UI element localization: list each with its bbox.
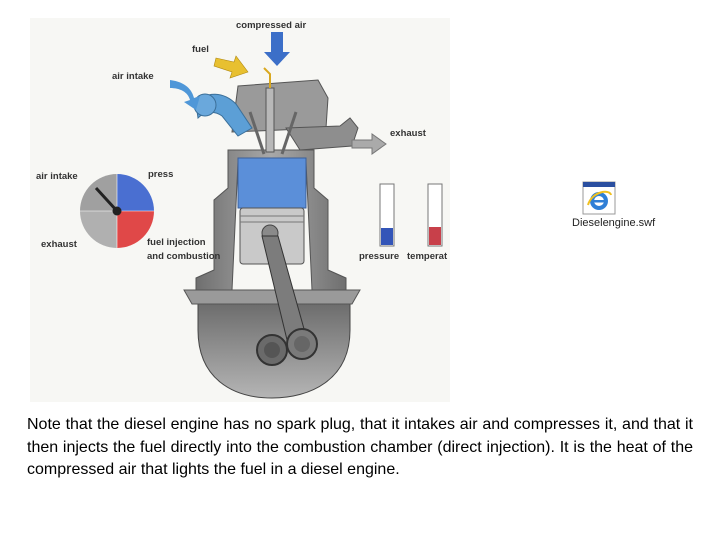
crank-journal-2-inner [294, 336, 310, 352]
file-name: Dieselengine.swf [572, 217, 656, 229]
pressure-gauge [379, 183, 395, 247]
exhaust-arrow [351, 133, 387, 155]
exhaust-label: exhaust [390, 128, 427, 139]
temperature-gauge [427, 183, 443, 247]
dial-segment-compression [117, 174, 154, 211]
internet-explorer-file-icon [582, 181, 616, 215]
intake-valve [248, 111, 266, 155]
crankcase-top [183, 289, 361, 305]
dial-exhaust-label: exhaust [41, 239, 78, 250]
crank-journal-1-inner [264, 342, 280, 358]
dial-combustion-label: and combustion [147, 251, 221, 262]
pressure-label: pressure [359, 251, 399, 262]
cycle-dial [80, 174, 154, 248]
dial-fuel-injection-label: fuel injection [147, 237, 206, 248]
temperature-label: temperat [407, 251, 448, 262]
file-shortcut[interactable]: Dieselengine.swf [572, 181, 656, 229]
dial-needle [94, 186, 119, 213]
air-intake-label: air intake [112, 71, 154, 82]
dial-segment-combustion [117, 211, 154, 248]
air-intake-arrow [170, 80, 200, 110]
fuel-line [263, 67, 271, 88]
dial-segment-exhaust [80, 211, 117, 248]
compressed-air-label: compressed air [236, 20, 307, 31]
compressed-air-arrow [264, 32, 290, 66]
fuel-injector [265, 87, 275, 153]
combustion-chamber [237, 157, 307, 209]
fuel-arrow [213, 55, 249, 79]
dial-air-intake-label: air intake [36, 171, 78, 182]
diesel-engine-diagram: compressed air fuel air intake exhaust a… [30, 18, 450, 402]
dial-press-label: press [148, 169, 173, 180]
caption-text: Note that the diesel engine has no spark… [27, 416, 693, 478]
dial-hub [112, 206, 122, 216]
fuel-label: fuel [192, 44, 209, 55]
exhaust-valve [280, 111, 298, 155]
pressure-gauge-fill [381, 228, 393, 245]
temperature-gauge-fill [429, 227, 441, 245]
